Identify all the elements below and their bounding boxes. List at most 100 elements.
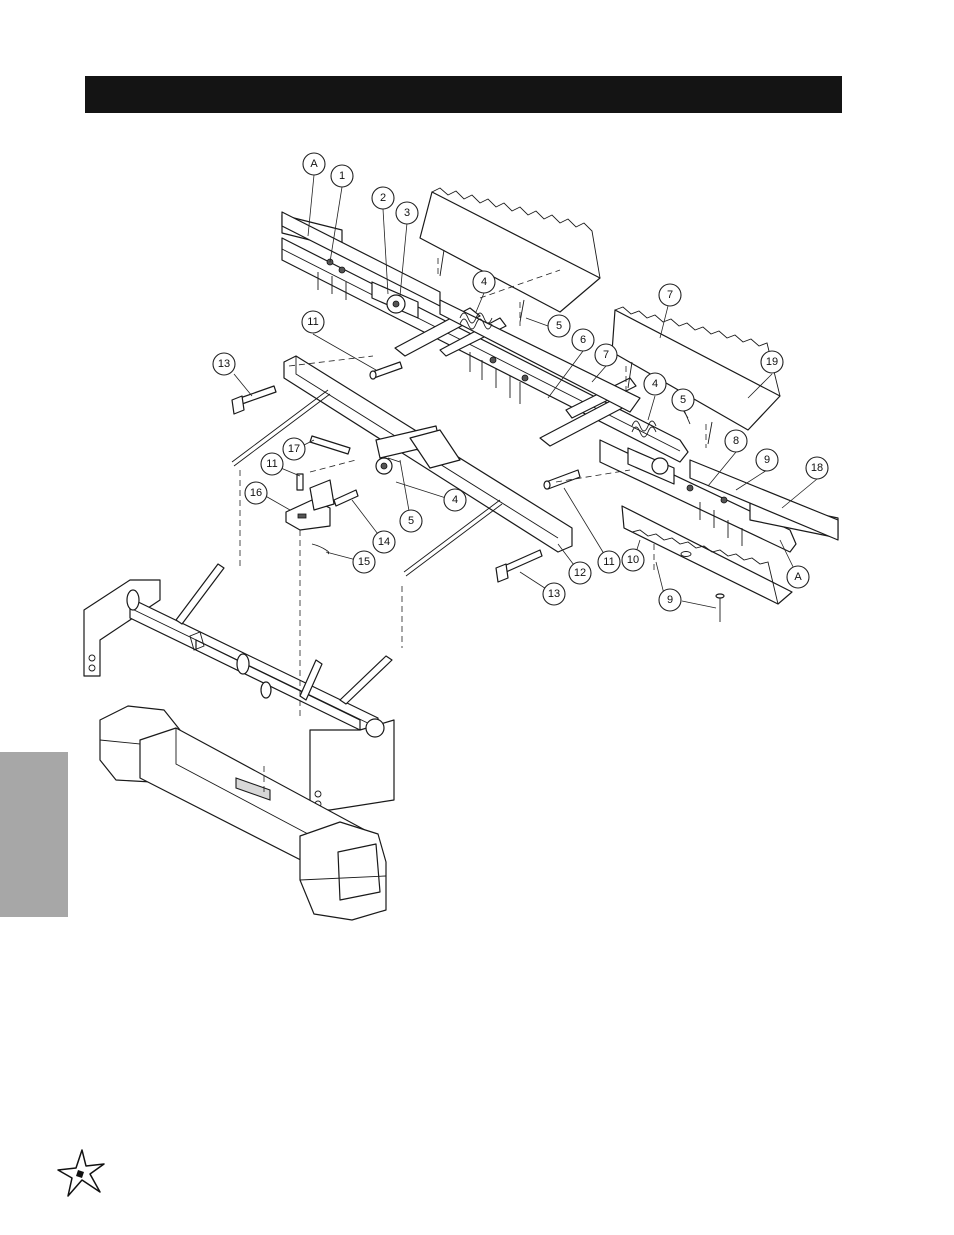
receiver-tube <box>99 705 387 921</box>
bolt-13-lower <box>495 549 543 583</box>
callout-label: A <box>794 571 802 583</box>
callout-label: 11 <box>603 556 614 568</box>
callout-circle <box>594 343 618 367</box>
callout-circle <box>805 456 829 480</box>
callout-circle <box>542 582 566 606</box>
callout-17: 17 <box>282 437 306 461</box>
callout-label: 16 <box>250 487 262 499</box>
leader-lines <box>233 174 818 609</box>
pin-11-hitch <box>296 473 304 491</box>
small-bolts <box>387 249 713 463</box>
pin-17 <box>309 435 351 455</box>
callout-13: 13 <box>212 352 236 376</box>
callout-7: 7 <box>658 283 682 307</box>
callout-circle <box>371 186 395 210</box>
callout-circle <box>658 588 682 612</box>
callout-9: 9 <box>755 448 779 472</box>
flap-blade-right <box>689 459 839 541</box>
assembly-lines <box>239 258 707 794</box>
callout-11: 11 <box>597 550 621 574</box>
bolt-13-upper <box>231 385 277 415</box>
chain-right <box>403 499 503 577</box>
callout-circle <box>282 437 306 461</box>
callout-circle <box>760 350 784 374</box>
clip-15 <box>311 543 330 555</box>
callout-circle <box>301 310 325 334</box>
callout-label: 9 <box>667 594 673 606</box>
spring-lower <box>631 420 657 438</box>
callout-label: A <box>310 158 318 170</box>
callout-circle <box>244 481 268 505</box>
callout-label: 3 <box>404 207 410 219</box>
callout-4: 4 <box>643 372 667 396</box>
callout-1: 1 <box>330 164 354 188</box>
callout-13: 13 <box>542 582 566 606</box>
callout-label: 13 <box>548 588 560 600</box>
callout-circle <box>372 530 396 554</box>
callout-label: 19 <box>766 356 778 368</box>
callout-label: 4 <box>652 378 658 390</box>
callout-circle <box>399 509 423 533</box>
callout-11: 11 <box>260 452 284 476</box>
flap-blade-lower <box>621 505 793 605</box>
callout-circle <box>597 550 621 574</box>
callout-9: 9 <box>658 588 682 612</box>
callout-19: 19 <box>760 350 784 374</box>
callout-5: 5 <box>547 314 571 338</box>
callout-label: 9 <box>764 454 770 466</box>
callout-7: 7 <box>594 343 618 367</box>
callout-circle <box>260 452 284 476</box>
callout-circle <box>621 548 645 572</box>
callout-label: 10 <box>627 554 639 566</box>
callout-circle <box>643 372 667 396</box>
callout-label: 13 <box>218 358 230 370</box>
callout-circle <box>352 550 376 574</box>
callout-circle <box>330 164 354 188</box>
callout-14: 14 <box>372 530 396 554</box>
hitch-bracket-16 <box>285 479 335 531</box>
callout-10: 10 <box>621 548 645 572</box>
callout-label: 5 <box>408 515 414 527</box>
callout-12: 12 <box>568 561 592 585</box>
callout-11: 11 <box>301 310 325 334</box>
spring-upper <box>459 312 493 330</box>
callout-label: 11 <box>266 458 277 470</box>
callout-label: 11 <box>307 316 318 328</box>
callout-circle <box>395 201 419 225</box>
callout-label: 5 <box>556 320 562 332</box>
pin-11-upper <box>369 361 403 380</box>
callout-a: A <box>302 152 326 176</box>
callout-8: 8 <box>724 429 748 453</box>
callout-a: A <box>786 565 810 589</box>
callout-5: 5 <box>671 388 695 412</box>
callout-15: 15 <box>352 550 376 574</box>
callout-4: 4 <box>472 270 496 294</box>
bolt-9 <box>715 593 725 622</box>
main-beam-12 <box>283 355 573 553</box>
callout-label: 4 <box>452 494 458 506</box>
flap-blade-right-upper <box>611 306 781 431</box>
pin-11-lower <box>543 469 581 490</box>
callout-circle <box>755 448 779 472</box>
callout-label: 14 <box>378 536 390 548</box>
callout-circle <box>472 270 496 294</box>
flap-blade-upper <box>419 187 601 313</box>
title-bar <box>85 76 842 113</box>
callout-3: 3 <box>395 201 419 225</box>
callout-label: 8 <box>733 435 739 447</box>
callout-18: 18 <box>805 456 829 480</box>
callout-4: 4 <box>443 488 467 512</box>
callout-circle <box>568 561 592 585</box>
callout-circle <box>302 152 326 176</box>
callout-circle <box>671 388 695 412</box>
callout-label: 7 <box>667 289 673 301</box>
callout-circle <box>547 314 571 338</box>
callout-label: 17 <box>288 443 300 455</box>
callout-label: 5 <box>680 394 686 406</box>
callout-label: 12 <box>574 567 586 579</box>
callout-label: 15 <box>358 556 370 568</box>
callout-label: 6 <box>580 334 586 346</box>
callout-6: 6 <box>571 328 595 352</box>
